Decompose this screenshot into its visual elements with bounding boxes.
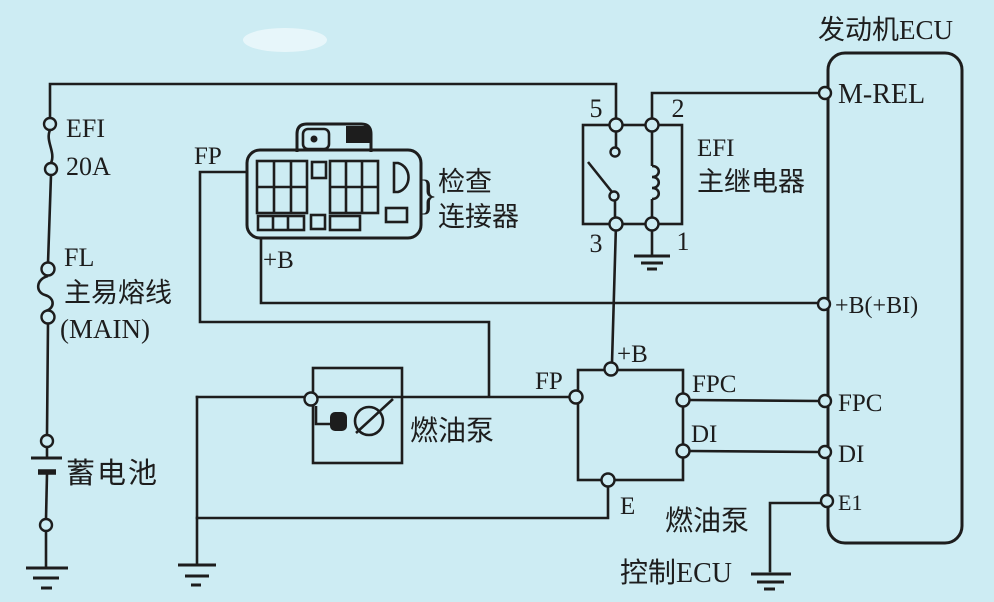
fusible-link-terminal-bottom (40, 309, 56, 325)
pump-ecu-pin-e (600, 472, 616, 488)
pump-ecu-pin-b-label: +B (617, 341, 648, 368)
fusible-link: FL 主易熔线 (MAIN) (36, 243, 172, 344)
connector-top-tab (295, 122, 373, 152)
engine-ecu-title: 发动机ECU (818, 15, 953, 45)
fuel-pump-control-ecu: FP +B FPC DI E 燃油泵 控制ECU (535, 341, 749, 589)
pump-ecu-label-line2: 控制ECU (620, 557, 732, 589)
efi-relay-label-line1: EFI (697, 135, 735, 162)
efi-fuse-label-line2: 20A (66, 152, 111, 181)
fusible-link-terminal-top (40, 261, 56, 277)
wire-battery-bottom-stub (44, 472, 49, 521)
engine-ecu-pin-di (817, 444, 833, 460)
pump-ecu-label-line1: 燃油泵 (665, 505, 749, 537)
relay-pin-2-label: 2 (672, 94, 685, 123)
efi-fuse-label-line1: EFI (66, 114, 105, 143)
pump-ecu-pin-e-label: E (620, 493, 635, 520)
pump-ground-symbol (178, 563, 216, 587)
wire-fpc (688, 398, 821, 403)
fuel-pump-body (311, 366, 404, 465)
efi-fuse: EFI 20A (42, 114, 111, 181)
relay-pin-3-label: 3 (590, 229, 603, 258)
pump-ecu-pin-fpc-label: FPC (692, 371, 736, 398)
battery-terminal-top (39, 433, 55, 449)
wires (44, 82, 823, 573)
wire-check-connector-b-to-ecu (259, 236, 820, 305)
fuel-pump-brush (330, 412, 347, 431)
engine-ecu: 发动机ECU M-REL +B(+BI) FPC DI E1 (751, 15, 964, 591)
wire-check-connector-fp-tap (198, 170, 491, 398)
scan-artifact (243, 28, 327, 52)
relay-body (581, 123, 684, 226)
connector-tab-dot (310, 135, 318, 143)
engine-ecu-pin-b-bi-label: +B(+BI) (835, 293, 918, 319)
pump-ecu-pin-fpc (675, 392, 691, 408)
connector-label-brace: } (418, 173, 438, 219)
engine-ecu-pin-e1-label: E1 (838, 490, 862, 515)
fuse-terminal-bottom (43, 161, 59, 177)
relay-pin-2 (644, 117, 660, 133)
engine-ecu-pin-m-rel-label: M-REL (838, 79, 925, 110)
relay-ground-symbol (634, 254, 670, 271)
connector-body (245, 148, 423, 240)
fuel-pump-label: 燃油泵 (410, 415, 494, 447)
engine-ecu-pin-m-rel (817, 85, 833, 101)
relay-coil (651, 164, 661, 201)
engine-ecu-body (826, 51, 964, 545)
wire-di (688, 449, 821, 454)
wire-fuse-to-relay-pin5 (48, 82, 618, 127)
engine-ecu-pin-fpc-label: FPC (838, 390, 882, 417)
connector-tab-block (346, 126, 370, 143)
fuse-element (47, 129, 54, 164)
check-connector-label-line1: 检查 (438, 167, 492, 197)
relay-pin-5 (608, 117, 624, 133)
fuel-pump-motor (353, 405, 385, 437)
fuel-pump: 燃油泵 (303, 366, 494, 465)
pump-ecu-pin-di (675, 443, 691, 459)
engine-ecu-pin-di-label: DI (838, 441, 864, 468)
connector-pin-slots (255, 159, 410, 232)
pump-ecu-body (576, 368, 685, 482)
engine-ecu-pin-e1 (819, 493, 835, 509)
check-connector: } 检查 连接器 FP +B (194, 122, 519, 274)
fusible-link-label-line1: FL (64, 243, 94, 272)
pump-ecu-pin-fp (568, 389, 584, 405)
fuel-pump-motor-shaft (355, 398, 394, 434)
wire-e1-to-ground (768, 501, 823, 573)
e1-ground-symbol (751, 572, 791, 591)
fusible-link-label-line3: (MAIN) (60, 314, 150, 344)
battery: 蓄电池 (26, 433, 159, 590)
fuse-terminal-top (42, 116, 58, 132)
relay-pin-1-label: 1 (677, 227, 690, 256)
check-connector-pin-b-label: +B (263, 247, 294, 274)
wire-fuse-to-fusible-link (46, 173, 53, 265)
pump-ecu-pin-fp-label: FP (535, 368, 563, 395)
efi-main-relay: 5 2 3 1 EFI 主继电器 (581, 94, 805, 271)
wire-fusible-link-to-battery (45, 321, 50, 437)
pump-ecu-pin-di-label: DI (691, 421, 717, 448)
wire-relay-pin3-to-pump-ecu-b (610, 222, 618, 365)
wire-relay-pin2-to-m-rel (650, 91, 821, 127)
efi-relay-label-line2: 主继电器 (697, 167, 805, 197)
connector-d-slot (392, 161, 410, 194)
fuel-pump-terminal (303, 391, 319, 407)
check-connector-label-line2: 连接器 (438, 202, 519, 232)
pump-ecu-pin-b (603, 361, 619, 377)
check-connector-pin-fp-label: FP (194, 143, 222, 170)
fusible-link-element (36, 274, 54, 313)
relay-pin-1 (644, 216, 660, 232)
fuel-pump-lead (314, 406, 332, 426)
engine-ecu-pin-b-bi (816, 296, 832, 312)
battery-label: 蓄电池 (66, 457, 159, 490)
wire-pump-ecu-e-to-ground (195, 485, 610, 520)
relay-pin-3 (608, 216, 624, 232)
battery-terminal-bottom (38, 517, 54, 533)
battery-ground-symbol (26, 566, 68, 590)
relay-switch-contact-bottom (608, 190, 620, 202)
engine-ecu-pin-fpc (817, 393, 833, 409)
relay-switch-contact-top (609, 146, 621, 158)
fusible-link-label-line2: 主易熔线 (64, 278, 172, 308)
relay-switch-blade (586, 161, 614, 193)
relay-pin-5-label: 5 (590, 94, 603, 123)
